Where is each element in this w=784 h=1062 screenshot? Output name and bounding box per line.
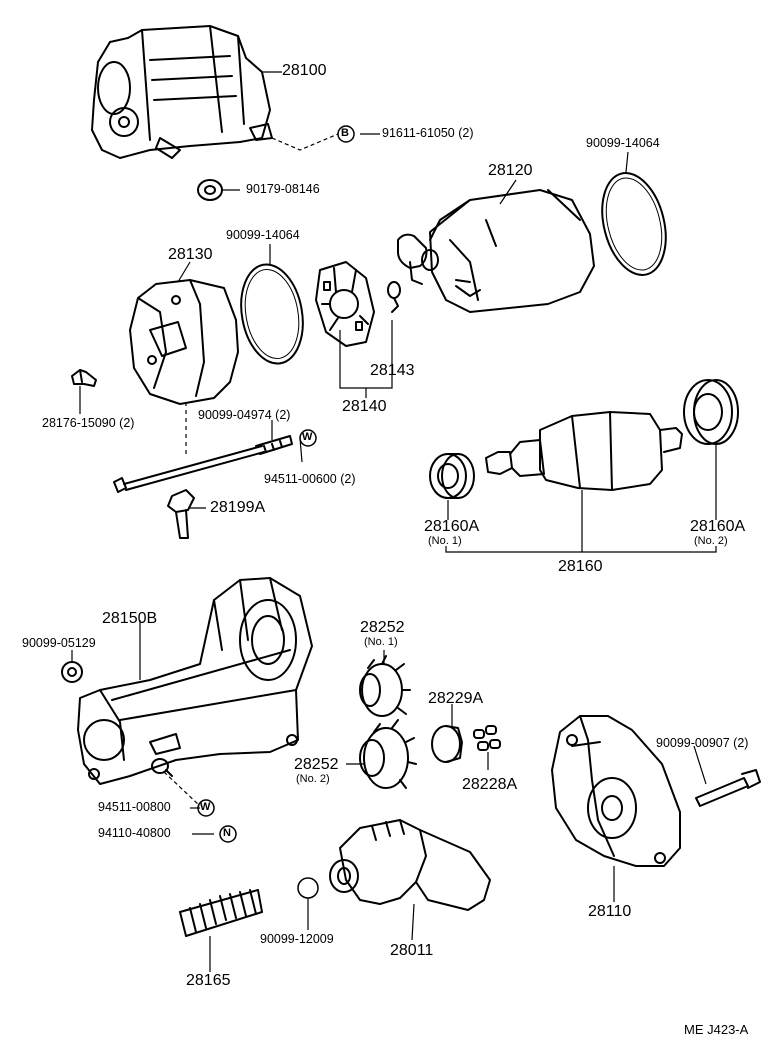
o-ring-right [601,172,667,276]
nut-90179 [197,179,223,201]
label-28229A: 28229A [428,690,484,707]
label-28130: 28130 [168,246,213,263]
armature-28160 [485,411,683,491]
label-28160: 28160 [558,558,603,575]
label-91611-61050: 91611-61050 (2) [382,126,474,140]
label-28160A-no2: 28160A [690,518,746,535]
symbol-W-1: W [302,431,313,443]
symbol-B-marker [337,125,355,143]
bearing-28160A-no1 [429,453,475,499]
label-28110: 28110 [588,903,632,920]
symbol-W-marker-2 [197,799,215,817]
symbol-N: N [223,827,231,839]
leader-lines [71,71,717,972]
label-90179-08146: 90179-08146 [246,182,320,196]
label-28160A-no1-sub: (No. 1) [428,535,462,547]
spring-28165 [179,889,263,937]
label-28150B: 28150B [102,610,158,627]
label-94511-00600: 94511-00600 (2) [264,472,356,486]
label-28228A: 28228A [462,776,518,793]
gear-28252-no1 [359,655,411,717]
stud-94511-00800 [151,758,173,777]
label-90099-04974: 90099-04974 (2) [198,408,291,422]
part-28229A [431,725,463,763]
label-28140: 28140 [342,398,387,415]
label-28252-no1-sub: (No. 1) [364,636,398,648]
o-ring-left [240,263,304,365]
label-28011: 28011 [390,942,434,959]
label-90099-05129: 90099-05129 [22,636,96,650]
symbol-N-marker [219,825,237,843]
label-28160A-no2-sub: (No. 2) [694,535,728,547]
part-90099-05129 [61,661,83,683]
ball-90099-12009 [297,877,319,899]
label-28199A: 28199A [210,499,266,516]
brush-plate-28140 [315,261,375,347]
label-90099-12009: 90099-12009 [260,932,334,946]
label-28143: 28143 [370,362,415,379]
symbol-B: B [341,127,349,139]
through-bolt-90099-04974 [113,435,293,493]
label-90099-14064-left: 90099-14064 [226,228,300,242]
drawing-code: ME J423-A [684,1022,749,1037]
housing-28150B [77,577,313,785]
symbol-W-2: W [200,801,211,813]
label-28165: 28165 [186,972,231,989]
label-28120: 28120 [488,162,533,179]
bolt-28199A [167,489,195,539]
label-90099-00907: 90099-00907 (2) [656,736,749,750]
starter-assembly-28100 [91,25,273,159]
label-90099-14064-right: 90099-14064 [586,136,660,150]
drive-housing-28110 [551,715,681,867]
part-28143 [387,281,401,313]
label-28252-no2-sub: (No. 2) [296,773,330,785]
screw-28176 [71,369,97,387]
symbol-markers [197,125,355,843]
label-28252-no2: 28252 [294,756,339,773]
bolt-90099-00907 [695,769,761,807]
housing-28120 [397,189,595,313]
label-28176-15090: 28176-15090 (2) [42,416,135,430]
bearing-28160A-no2 [683,379,739,445]
gear-28252-no2 [359,719,417,789]
clutch-28011 [329,819,491,911]
symbol-W-marker-1 [299,429,317,447]
label-28252-no1: 28252 [360,619,405,636]
rollers-28228A [473,725,501,751]
end-cover-28130 [129,279,239,405]
label-28100: 28100 [282,62,327,79]
label-28160A-no1: 28160A [424,518,480,535]
label-94511-00800: 94511-00800 [98,800,171,814]
label-94110-40800: 94110-40800 [98,826,171,840]
